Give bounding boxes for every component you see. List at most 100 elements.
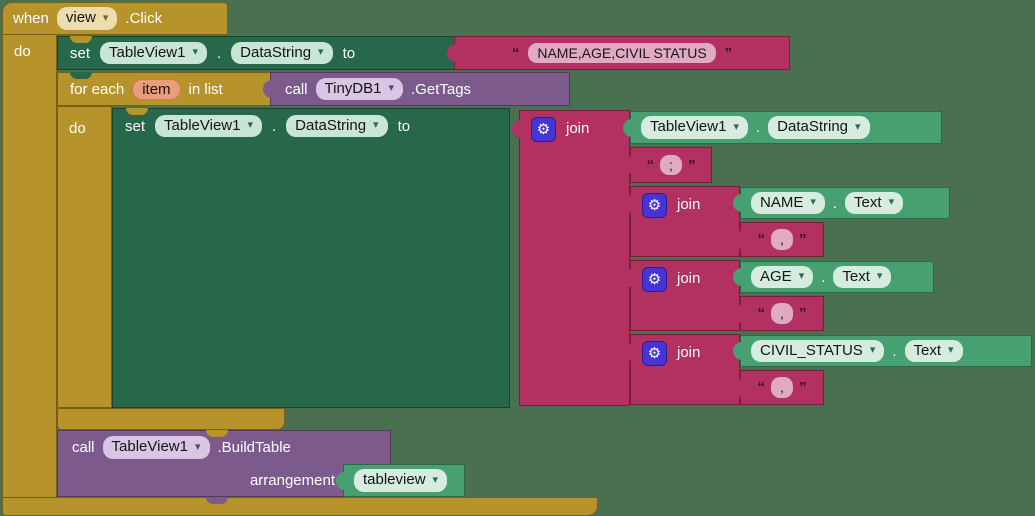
join-label: join <box>566 120 590 137</box>
open-quote-icon: “ <box>511 44 520 62</box>
to-label: to <box>397 117 411 135</box>
when-block-spine[interactable]: do <box>2 34 57 498</box>
open-quote-icon: “ <box>757 305 766 322</box>
param-arrangement-label: arrangement <box>249 472 335 489</box>
dot-separator: . <box>821 268 826 286</box>
call-buildtable-block[interactable]: call TableView1 .BuildTable arrangement <box>57 430 391 497</box>
join-label: join <box>677 270 701 287</box>
text-string-block-comma[interactable]: “ , ” <box>733 296 824 331</box>
mutator-gear-icon[interactable] <box>642 341 667 366</box>
value-plug <box>623 156 632 174</box>
connector-notch <box>70 72 92 79</box>
property-dropdown-text[interactable]: Text <box>845 191 904 215</box>
text-string-block-header[interactable]: “ NAME,AGE,CIVIL STATUS ” <box>447 36 790 70</box>
close-quote-icon: ” <box>798 379 807 396</box>
close-quote-icon: ” <box>724 44 733 62</box>
join-block-age[interactable]: join <box>623 260 740 331</box>
dot-separator: . <box>832 194 838 212</box>
set-keyword: set <box>125 117 146 135</box>
getter-name-text[interactable]: NAME . Text <box>733 187 950 219</box>
join-block-civil-status[interactable]: join <box>623 334 740 405</box>
when-event-block-header[interactable]: when view .Click <box>2 2 228 35</box>
value-plug <box>623 269 632 287</box>
connector-notch <box>206 430 228 437</box>
component-dropdown-name[interactable]: NAME <box>751 191 825 215</box>
component-dropdown-tableview1[interactable]: TableView1 <box>100 41 207 65</box>
text-string-block-comma[interactable]: “ , ” <box>733 370 824 405</box>
value-plug <box>623 195 632 213</box>
mutator-gear-icon[interactable] <box>642 267 667 292</box>
text-string-block-semicolon[interactable]: “ ; ” <box>623 147 712 183</box>
do-label: do <box>69 120 86 137</box>
inner-set-datastring-block[interactable]: set TableView1 . DataString to <box>112 108 510 408</box>
open-quote-icon: “ <box>646 156 655 174</box>
connector-notch <box>70 36 92 43</box>
text-field-semicolon[interactable]: ; <box>660 154 682 176</box>
property-dropdown-text[interactable]: Text <box>833 265 892 289</box>
dot-separator: . <box>892 342 897 360</box>
dot-separator: . <box>272 117 277 135</box>
dot-separator: . <box>755 119 761 136</box>
close-quote-icon: ” <box>687 156 696 174</box>
event-name-label: .Click <box>125 10 163 27</box>
text-field-header-string[interactable]: NAME,AGE,CIVIL STATUS <box>528 42 716 64</box>
component-dropdown-tableview1[interactable]: TableView1 <box>155 114 262 138</box>
set-datastring-block[interactable]: set TableView1 . DataString to <box>57 36 455 70</box>
value-plug <box>447 44 456 62</box>
for-each-block-header[interactable]: for each item in list <box>57 72 271 106</box>
mutator-gear-icon[interactable] <box>642 193 667 218</box>
do-label: do <box>14 43 31 60</box>
property-dropdown-text[interactable]: Text <box>904 339 963 363</box>
close-quote-icon: ” <box>798 231 807 248</box>
when-block-bottom[interactable] <box>2 497 598 516</box>
component-dropdown-tinydb1[interactable]: TinyDB1 <box>315 77 404 101</box>
loop-variable-field[interactable]: item <box>132 78 181 100</box>
value-plug <box>336 471 345 490</box>
for-each-spine[interactable]: do <box>57 106 112 408</box>
component-dropdown-civil-status[interactable]: CIVIL_STATUS <box>751 339 885 363</box>
value-plug <box>623 118 632 137</box>
value-plug <box>733 304 742 323</box>
getter-tableview-component[interactable]: tableview <box>336 464 465 497</box>
for-each-label: for each <box>70 80 125 98</box>
getter-civil-status-text[interactable]: CIVIL_STATUS . Text <box>733 335 1032 367</box>
call-keyword: call <box>285 80 308 98</box>
value-plug <box>733 378 742 397</box>
component-dropdown-tableview[interactable]: tableview <box>354 469 448 492</box>
join-block-name[interactable]: join <box>623 186 740 257</box>
text-field-comma[interactable]: , <box>771 377 793 398</box>
text-string-block-comma[interactable]: “ , ” <box>733 222 824 257</box>
method-name-label: .GetTags <box>411 80 472 98</box>
open-quote-icon: “ <box>757 379 766 396</box>
property-dropdown-datastring[interactable]: DataString <box>231 41 333 65</box>
to-label: to <box>342 44 356 62</box>
value-plug <box>512 120 521 138</box>
property-dropdown-datastring[interactable]: DataString <box>768 116 870 139</box>
when-keyword: when <box>13 10 49 27</box>
component-dropdown-tableview1[interactable]: TableView1 <box>641 116 748 139</box>
dot-separator: . <box>217 44 222 62</box>
value-plug <box>733 268 742 286</box>
value-plug <box>733 342 742 360</box>
join-label: join <box>677 196 701 213</box>
component-dropdown-tableview1[interactable]: TableView1 <box>102 436 210 459</box>
text-field-comma[interactable]: , <box>771 303 793 324</box>
in-list-label: in list <box>188 80 223 98</box>
property-dropdown-datastring[interactable]: DataString <box>286 114 388 138</box>
close-quote-icon: ” <box>798 305 807 322</box>
mutator-gear-icon[interactable] <box>531 117 556 142</box>
value-plug <box>623 343 632 361</box>
component-dropdown-age[interactable]: AGE <box>751 265 814 289</box>
connector-notch <box>126 108 148 115</box>
component-dropdown-view[interactable]: view <box>56 7 118 30</box>
call-gettags-block[interactable]: call TinyDB1 .GetTags <box>263 72 570 106</box>
getter-age-text[interactable]: AGE . Text <box>733 261 934 293</box>
text-field-comma[interactable]: , <box>771 229 793 250</box>
for-each-bottom[interactable] <box>57 408 285 430</box>
getter-tableview1-datastring[interactable]: TableView1 . DataString <box>623 111 942 144</box>
open-quote-icon: “ <box>757 231 766 248</box>
value-plug <box>733 230 742 249</box>
join-block-outer[interactable]: join <box>512 110 630 406</box>
call-keyword: call <box>72 439 95 456</box>
